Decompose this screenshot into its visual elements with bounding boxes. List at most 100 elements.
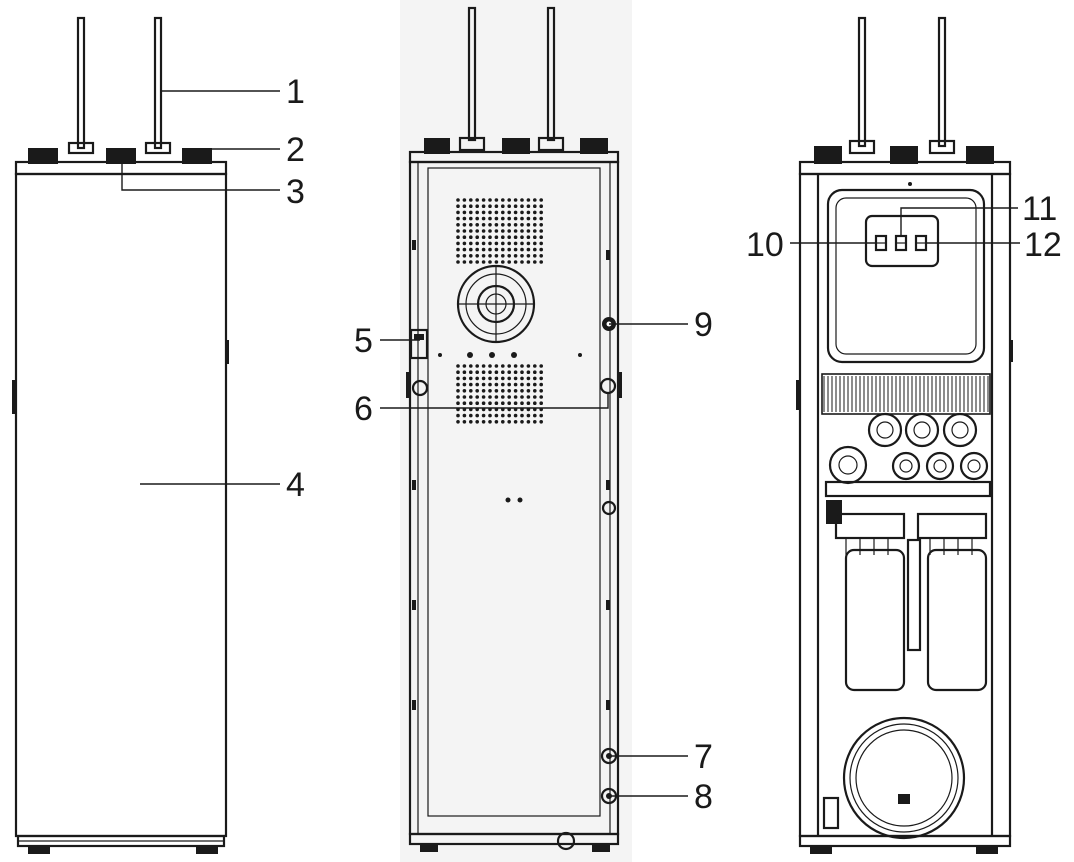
vent-hole [456,254,460,258]
vent-hole [475,401,480,406]
callout-6: 6 [354,390,373,428]
vent-hole [469,241,473,246]
vent-hole [462,420,467,424]
vent-hole [526,389,531,393]
vent-hole [526,260,531,264]
vent-hole [526,223,531,227]
vent-hole [462,254,467,258]
vent-hole [481,413,486,418]
vent-hole [481,204,486,208]
callout-1: 1 [286,73,305,111]
vent-hole [526,364,531,368]
vent-hole [494,254,499,258]
vent-hole [456,223,460,227]
vent-hole [462,364,467,368]
vent-hole [488,364,492,368]
vent-hole [539,260,543,264]
callout-11: 11 [1022,190,1057,228]
vent-hole [494,382,499,387]
vent-hole [501,389,505,393]
vent-hole [481,420,486,424]
vent-hole [507,216,512,221]
rear-upper-vent [456,198,543,264]
vent-hole [539,395,543,399]
callout-4: 4 [286,466,305,504]
vent-hole [507,198,512,202]
vent-hole [456,401,460,406]
vent-hole [456,198,460,202]
vent-hole [481,229,486,233]
vent-hole [462,376,467,381]
vent-hole [456,210,460,215]
rear-panel [427,167,601,817]
vent-hole [469,370,473,375]
vent-hole [494,247,499,252]
interior-top-knobs [814,146,994,164]
vent-hole [507,210,512,215]
vent-hole [507,370,512,375]
vent-hole [513,241,518,246]
vent-hole [469,204,473,208]
vent-hole [513,370,518,375]
vent-hole [513,216,518,221]
vent-hole [488,247,492,252]
vent-hole [469,382,473,387]
vent-hole [501,210,505,215]
vent-hole [526,210,531,215]
vent-hole [475,389,480,393]
vent-hole [507,241,512,246]
vent-hole [462,210,467,215]
vent-hole [462,235,467,239]
fin-frame [821,373,991,415]
vent-hole [469,389,473,393]
vent-hole [469,198,473,202]
vent-hole [488,204,492,208]
vent-hole [507,260,512,264]
vent-hole [513,198,518,202]
vent-hole [494,376,499,381]
vent-hole [539,389,543,393]
vent-hole [513,247,518,252]
interior-faucets [848,16,956,155]
control-panel [826,182,986,364]
vent-hole [494,204,499,208]
vent-hole [456,260,460,264]
vent-hole [488,395,492,399]
vent-hole [481,254,486,258]
vent-hole [513,210,518,215]
vent-hole [475,254,480,258]
vent-hole [520,241,524,246]
vent-hole [539,382,543,387]
vent-hole [520,413,524,418]
vent-hole [539,247,543,252]
vent-hole [513,204,518,208]
vent-hole [520,420,524,424]
vent-hole [475,370,480,375]
vent-hole [539,223,543,227]
vent-hole [533,210,537,215]
vent-hole [539,413,543,418]
vent-hole [501,370,505,375]
vent-hole [456,204,460,208]
callout-5: 5 [354,322,373,360]
callout-9: 9 [694,306,713,344]
vent-hole [456,216,460,221]
vent-hole [513,223,518,227]
vent-hole [475,241,480,246]
vent-hole [533,216,537,221]
vent-hole [526,247,531,252]
vent-hole [494,413,499,418]
vent-hole [488,198,492,202]
valve-cluster [824,412,992,524]
front-body-panel [14,172,228,838]
vent-hole [513,382,518,387]
vent-hole [539,216,543,221]
vent-hole [481,364,486,368]
vent-hole [501,254,505,258]
vent-hole [469,395,473,399]
vent-hole [469,229,473,233]
filter-cartridges [834,512,988,692]
vent-hole [456,395,460,399]
vent-hole [526,235,531,239]
rear-side-slots [406,240,622,710]
